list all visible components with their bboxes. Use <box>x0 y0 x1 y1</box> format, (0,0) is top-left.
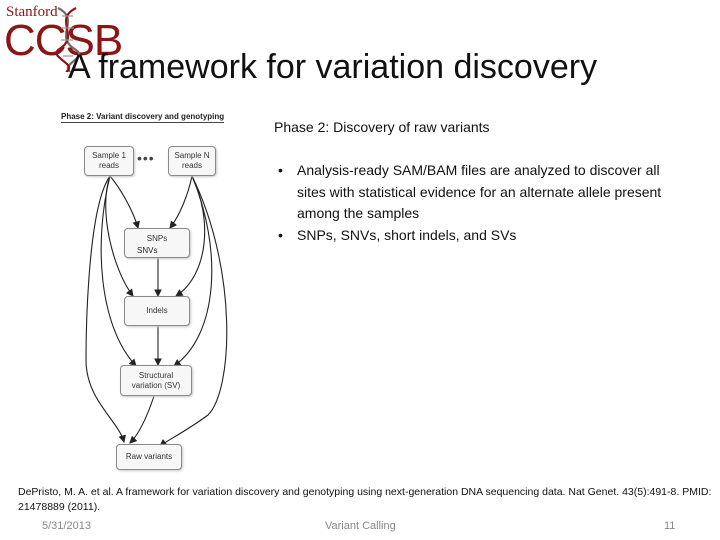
footer-date: 5/31/2013 <box>42 520 91 532</box>
phase-heading: Phase 2: Discovery of raw variants <box>274 119 490 135</box>
dna-helix-icon <box>55 7 80 72</box>
bullet-list: • Analysis-ready SAM/BAM files are analy… <box>276 160 676 246</box>
bullet-marker: • <box>278 226 283 243</box>
ellipsis-dots: ••• <box>137 150 155 166</box>
page-number: 11 <box>664 520 676 532</box>
node-label: SNPs <box>146 234 168 243</box>
snps-node: SNPs <box>124 228 190 258</box>
indels-node: Indels <box>124 296 190 326</box>
footer-title: Variant Calling <box>325 520 396 532</box>
workflow-diagram: Phase 2: Variant discovery and genotypin… <box>58 110 248 480</box>
bullet-text: SNPs, SNVs, short indels, and SVs <box>297 226 517 243</box>
node-label: Raw variants <box>125 452 173 461</box>
slide-title: A framework for variation discovery <box>68 48 598 86</box>
bullet-marker: • <box>278 162 283 178</box>
raw-variants-node: Raw variants <box>116 444 182 470</box>
node-label: reads <box>98 161 119 170</box>
snvs-label: SNVs <box>137 246 158 255</box>
node-label: Structural <box>138 370 174 380</box>
bullet-text: Analysis-ready SAM/BAM files are analyze… <box>297 162 662 221</box>
diagram-arrows <box>85 175 228 447</box>
logo-top-text: Stanford <box>6 4 58 20</box>
citation: DePristo, M. A. et al. A framework for v… <box>18 486 712 513</box>
bullet-item: • Analysis-ready SAM/BAM files are analy… <box>276 160 676 225</box>
node-label: Indels <box>146 306 168 315</box>
node-label: variation (SV) <box>131 380 181 390</box>
node-label: reads <box>181 161 202 170</box>
bullet-item: • SNPs, SNVs, short indels, and SVs <box>276 225 676 247</box>
figure-title: Phase 2: Variant discovery and genotypin… <box>61 112 225 123</box>
stanford-ccsb-logo: Stanford CCSB <box>4 4 123 74</box>
node-label: Sample N <box>174 151 210 160</box>
node-label: Sample 1 <box>92 151 126 160</box>
